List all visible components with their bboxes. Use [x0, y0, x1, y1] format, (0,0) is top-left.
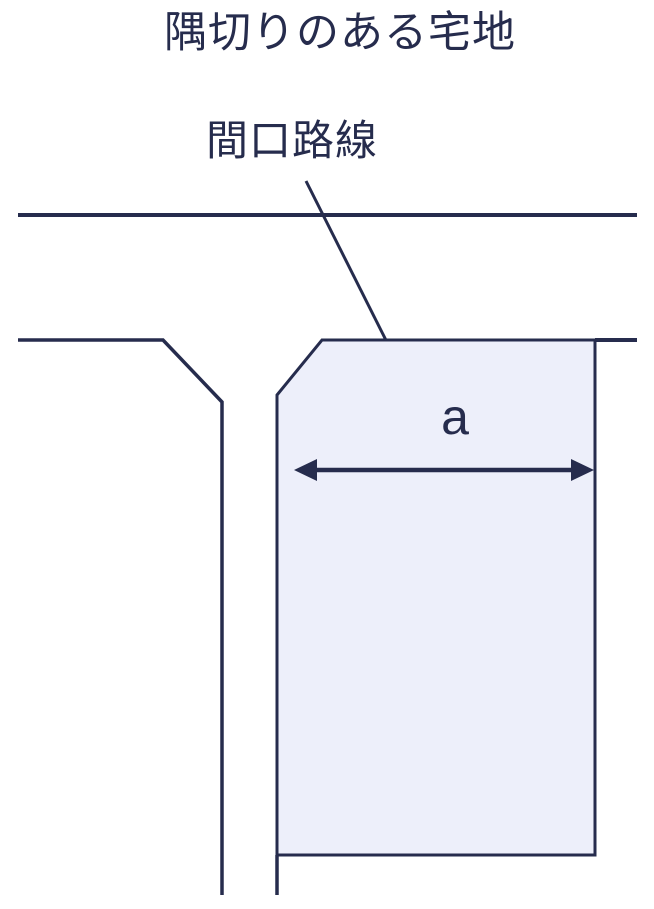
frontage-width-label: a [441, 389, 469, 445]
arrow-left-head-icon [294, 459, 317, 481]
frontage-width-arrow [294, 459, 594, 481]
plot-shape [275, 338, 597, 857]
left-road-edge-line [18, 338, 224, 895]
diagram-title: 隅切りのある宅地 [164, 9, 516, 57]
arrow-right-head-icon [571, 459, 594, 481]
frontage-road-label: 間口路線 [206, 117, 378, 164]
